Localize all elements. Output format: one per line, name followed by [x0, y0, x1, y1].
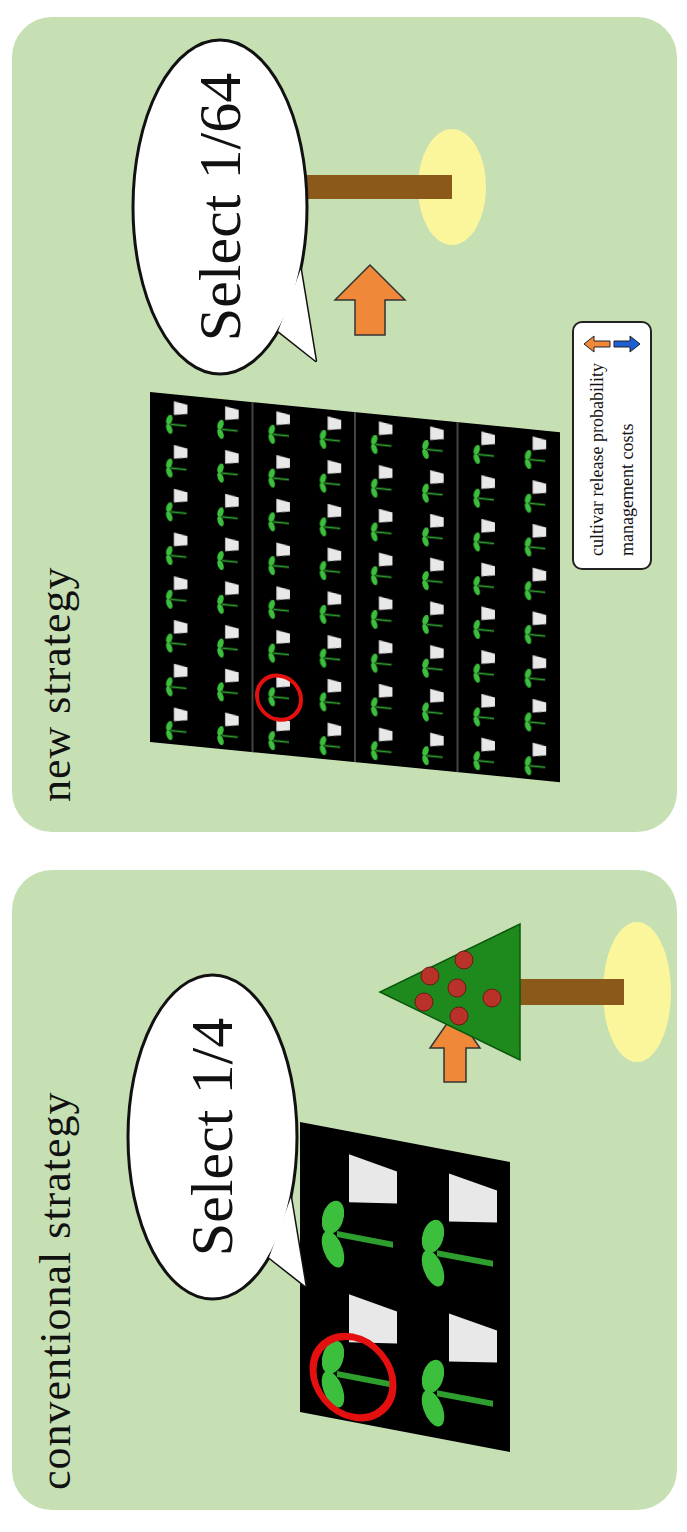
down-arrow — [613, 335, 641, 353]
bubble-text: Select 1/4 — [178, 1018, 247, 1256]
bubble-text: Select 1/64 — [186, 73, 255, 341]
title-wrap: new strategy — [30, 566, 81, 802]
up-arrow — [583, 335, 611, 353]
panel-title: new strategy — [31, 566, 80, 802]
title-wrap: conventional strategy — [30, 1091, 81, 1490]
speech-bubble: Select 1/4 — [125, 972, 300, 1302]
legend-box: cultivar release probability management c… — [572, 321, 652, 570]
legend-text: management costs — [617, 424, 638, 556]
legend-row: cultivar release probability — [582, 335, 612, 556]
legend-row: management costs — [612, 335, 642, 556]
strategy-panel: new strategy Select 1/64 cultivar release … — [12, 17, 677, 832]
conventional-illustration — [12, 870, 677, 1510]
panel-title: conventional strategy — [31, 1091, 80, 1490]
legend-text: cultivar release probability — [587, 363, 608, 556]
arrow — [335, 265, 405, 335]
seed-tray — [150, 392, 560, 782]
seed-tray — [300, 1122, 510, 1452]
speech-bubble: Select 1/64 — [130, 37, 310, 377]
tree — [380, 922, 671, 1062]
strategy-panel: conventional strategy Select 1/4 — [12, 870, 677, 1510]
